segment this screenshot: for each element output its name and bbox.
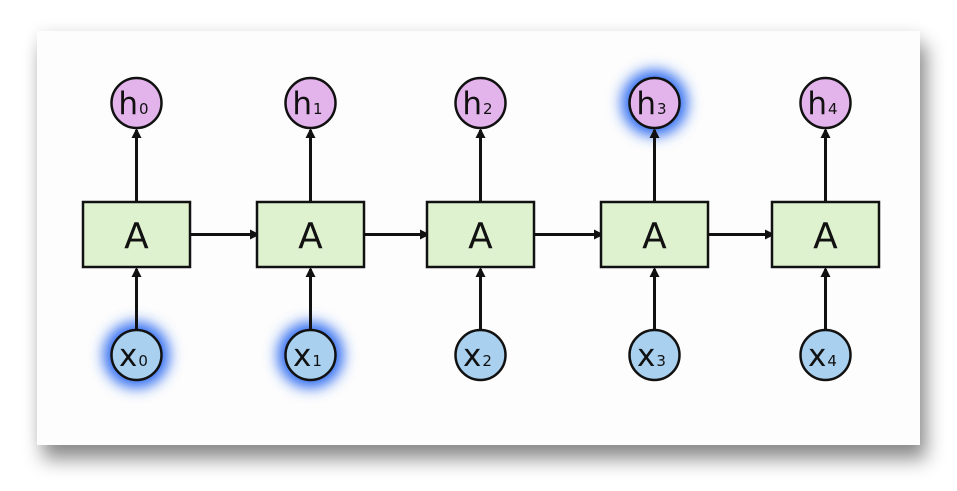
input-node-x0-base: x [119, 338, 137, 374]
input-node-x2-subscript: 2 [482, 352, 492, 370]
input-node-x3-circle [628, 328, 681, 382]
input-node-x1-base: x [293, 338, 311, 374]
output-node-h4-circle [799, 76, 852, 130]
input-node-x4-label: x4 [808, 338, 837, 374]
output-node-h0-subscript: 0 [139, 100, 149, 118]
output-node-h1-label: h1 [292, 86, 322, 122]
cell-label: A [124, 216, 149, 257]
input-node-x4-base: x [808, 338, 826, 374]
input-node-x3: x3 [628, 328, 681, 382]
output-node-h3: h3 [628, 76, 681, 130]
cell-box [599, 200, 710, 269]
input-node-x0: x0 [110, 328, 163, 382]
cell-3: A [599, 200, 710, 269]
cell-box [81, 200, 192, 269]
input-node-x3-subscript: 3 [656, 352, 666, 370]
output-node-h2-subscript: 2 [483, 100, 493, 118]
output-node-h4: h4 [799, 76, 852, 130]
input-node-x3-base: x [637, 338, 655, 374]
input-node-x1: x1 [284, 328, 337, 382]
cell-1: A [255, 200, 366, 269]
output-node-h0-circle [110, 76, 163, 130]
output-node-h3-label: h3 [636, 86, 666, 122]
output-node-h1: h1 [284, 76, 337, 130]
input-node-x4-subscript: 4 [827, 352, 837, 370]
output-node-h2-circle [454, 76, 507, 130]
cell-0: A [81, 200, 192, 269]
output-node-h2-label: h2 [462, 86, 492, 122]
output-node-h1-circle [284, 76, 337, 130]
cell-2: A [425, 200, 536, 269]
input-node-x2: x2 [454, 328, 507, 382]
input-node-x0-subscript: 0 [138, 352, 148, 370]
output-node-h4-base: h [807, 86, 827, 122]
input-node-x2-label: x2 [463, 338, 492, 374]
input-node-x1-subscript: 1 [312, 352, 322, 370]
input-node-x0-label: x0 [119, 338, 148, 374]
output-node-h4-subscript: 4 [828, 100, 838, 118]
input-node-x4: x4 [799, 328, 852, 382]
output-node-h2: h2 [454, 76, 507, 130]
input-node-x1-label: x1 [293, 338, 322, 374]
input-node-x2-base: x [463, 338, 481, 374]
cell-label: A [813, 216, 838, 257]
cell-4: A [770, 200, 881, 269]
input-node-x4-circle [799, 328, 852, 382]
output-node-h0-label: h0 [118, 86, 148, 122]
cell-label: A [298, 216, 323, 257]
cell-label: A [642, 216, 667, 257]
cell-box [255, 200, 366, 269]
input-node-x2-circle [454, 328, 507, 382]
output-node-h1-base: h [292, 86, 312, 122]
cell-box [770, 200, 881, 269]
output-node-h3-circle [628, 76, 681, 130]
cell-box [425, 200, 536, 269]
input-node-x1-circle [284, 328, 337, 382]
output-node-h3-subscript: 3 [657, 100, 667, 118]
cell-label: A [468, 216, 493, 257]
input-node-x3-label: x3 [637, 338, 666, 374]
output-node-h1-subscript: 1 [313, 100, 323, 118]
output-node-h0: h0 [110, 76, 163, 130]
input-node-x0-circle [110, 328, 163, 382]
output-node-h3-base: h [636, 86, 656, 122]
output-node-h4-label: h4 [807, 86, 837, 122]
output-node-h2-base: h [462, 86, 482, 122]
output-node-h0-base: h [118, 86, 138, 122]
